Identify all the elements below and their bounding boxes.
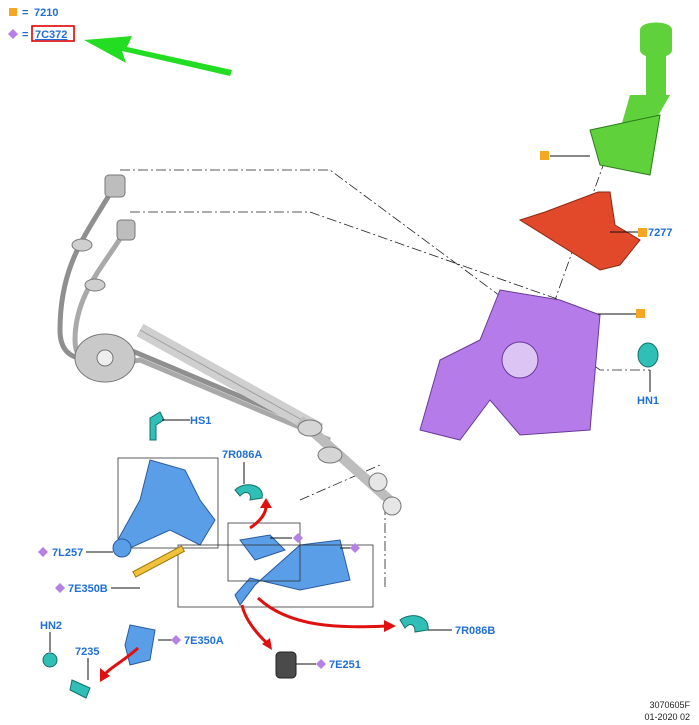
shift-boot xyxy=(518,191,641,271)
square-marker xyxy=(638,228,647,237)
footer-reference: 3070605F 01-2020 02 xyxy=(644,700,690,722)
red-arrows xyxy=(100,498,396,682)
diamond-marker xyxy=(316,659,326,669)
legend-diamond-highlight xyxy=(31,25,75,42)
diamond-marker xyxy=(293,533,303,543)
label-bushing: 7E251 xyxy=(329,659,361,671)
diamond-marker xyxy=(350,543,360,553)
shift-lever-knob xyxy=(589,22,672,176)
label-housing: 7E350A xyxy=(184,635,224,647)
markers xyxy=(38,151,647,669)
diamond-marker xyxy=(55,583,65,593)
label-lever: 7277 xyxy=(648,227,672,239)
legend-diamond-code: 7C372 xyxy=(35,29,67,41)
square-marker xyxy=(636,309,645,318)
label-hn2: HN2 xyxy=(40,620,62,632)
label-clip-right: 7R086B xyxy=(455,625,495,637)
green-arrow-icon xyxy=(84,36,232,76)
label-clip-top: 7R086A xyxy=(222,449,262,461)
label-hn1: HN1 xyxy=(637,395,659,407)
label-sensor: 7235 xyxy=(75,646,99,658)
legend-diamond-marker xyxy=(8,29,18,39)
bushing xyxy=(275,651,297,679)
square-marker xyxy=(540,151,549,160)
legend-square-code: 7210 xyxy=(34,7,58,19)
leader-lines xyxy=(49,155,651,680)
legend: = 7210 = 7C372 xyxy=(8,7,232,76)
diamond-marker xyxy=(38,547,48,557)
diamond-marker xyxy=(171,635,181,645)
label-rod: 7E350B xyxy=(68,583,108,595)
label-hs1: HS1 xyxy=(190,415,211,427)
legend-square-marker xyxy=(9,8,17,16)
svg-text:=: = xyxy=(22,7,28,19)
part-labels: 7277 HN1 HS1 7R086A 7L257 7E350B 7E350A … xyxy=(40,227,672,671)
reference-code: 3070605F xyxy=(649,700,690,710)
svg-text:=: = xyxy=(22,29,28,41)
shifter-housing xyxy=(419,289,601,441)
label-bracket: 7L257 xyxy=(52,547,83,559)
shift-rod xyxy=(132,545,186,578)
retaining-clips xyxy=(42,342,659,699)
shift-cable-assembly xyxy=(57,174,402,516)
shifter-bracket xyxy=(112,457,374,666)
reference-date: 01-2020 02 xyxy=(644,712,690,722)
